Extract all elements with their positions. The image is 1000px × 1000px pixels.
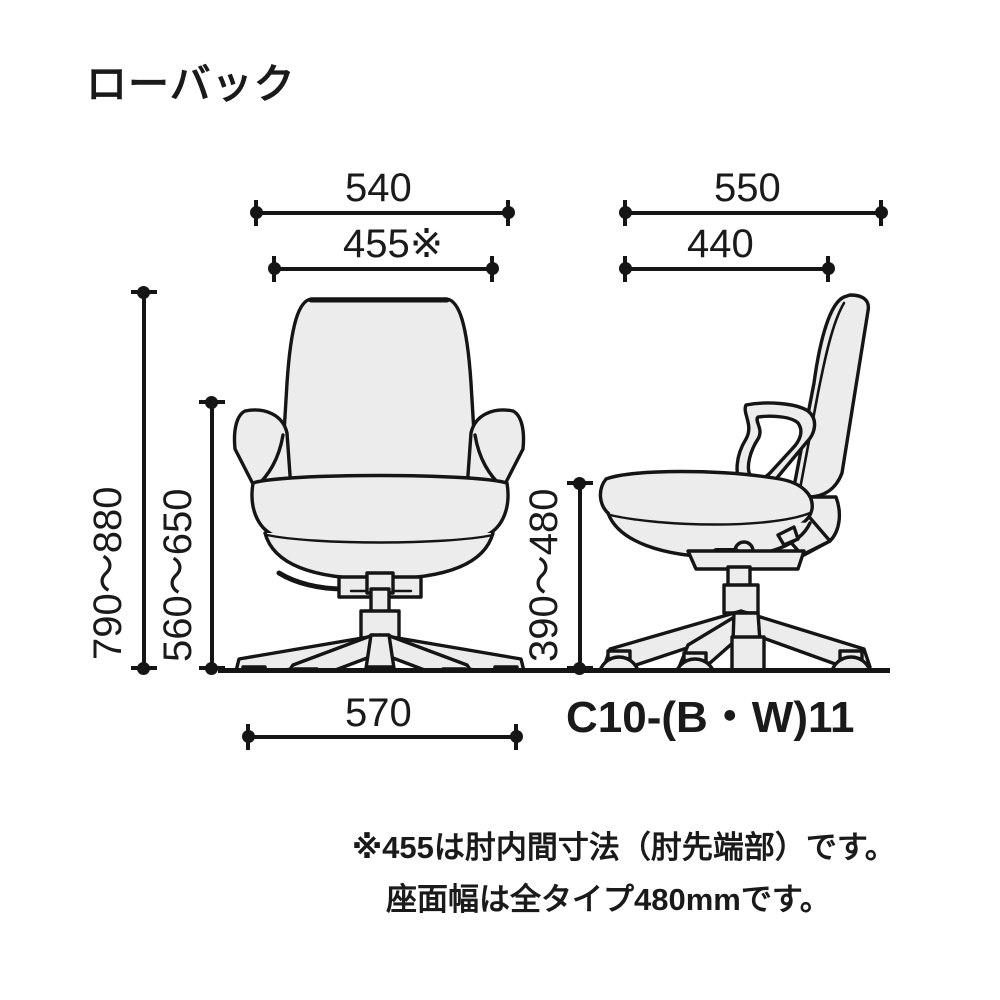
front-view-chair-illustration xyxy=(232,297,527,673)
dimension-dot-570-right xyxy=(510,730,523,743)
dimension-line-540 xyxy=(256,211,509,215)
dimension-label-455: 455※ xyxy=(343,222,444,266)
dimension-line-440 xyxy=(625,267,829,271)
side-view-chair-illustration xyxy=(597,293,873,673)
dimension-dot-560-650-top xyxy=(205,396,218,409)
dimension-dot-440-right xyxy=(822,262,835,275)
dimension-dot-790-880-bottom xyxy=(137,662,150,675)
dimension-dot-390-480-bottom xyxy=(573,662,586,675)
dimension-label-550: 550 xyxy=(714,166,781,210)
dimension-label-790-880: 790〜880 xyxy=(86,486,130,660)
dimension-dot-540-left xyxy=(250,206,263,219)
dimension-label-570: 570 xyxy=(345,691,412,735)
dimension-dot-455-left xyxy=(268,262,281,275)
dimension-label-560-650: 560〜650 xyxy=(156,488,200,662)
dimension-dot-790-880-top xyxy=(137,286,150,299)
model-number: C10-(B・W)11 xyxy=(566,693,855,742)
footnote-seat-width: 座面幅は全タイプ480mmです。 xyxy=(386,882,831,917)
dimension-dot-550-right xyxy=(875,206,888,219)
ground-line xyxy=(218,668,890,673)
dimension-dot-390-480-top xyxy=(573,477,586,490)
footnote-arm-dimension: ※455は肘内間寸法（肘先端部）です。 xyxy=(352,830,896,865)
page-title: ローバック xyxy=(86,61,296,107)
dimension-line-790-880 xyxy=(142,292,146,670)
dimension-dot-540-right xyxy=(502,206,515,219)
dimension-dot-440-left xyxy=(619,262,632,275)
dimension-label-390-480: 390〜480 xyxy=(522,488,566,662)
dimension-dot-455-right xyxy=(486,262,499,275)
dimension-dot-550-left xyxy=(619,206,632,219)
dimension-label-440: 440 xyxy=(687,222,754,266)
dimension-dot-570-left xyxy=(242,730,255,743)
dimension-line-560-650 xyxy=(210,402,214,670)
dimension-line-455 xyxy=(274,267,492,271)
dimension-dot-560-650-bottom xyxy=(205,662,218,675)
dimension-line-390-480 xyxy=(578,483,582,670)
dimension-line-570 xyxy=(248,735,517,739)
dimension-label-540: 540 xyxy=(345,166,412,210)
dimension-line-550 xyxy=(625,211,882,215)
